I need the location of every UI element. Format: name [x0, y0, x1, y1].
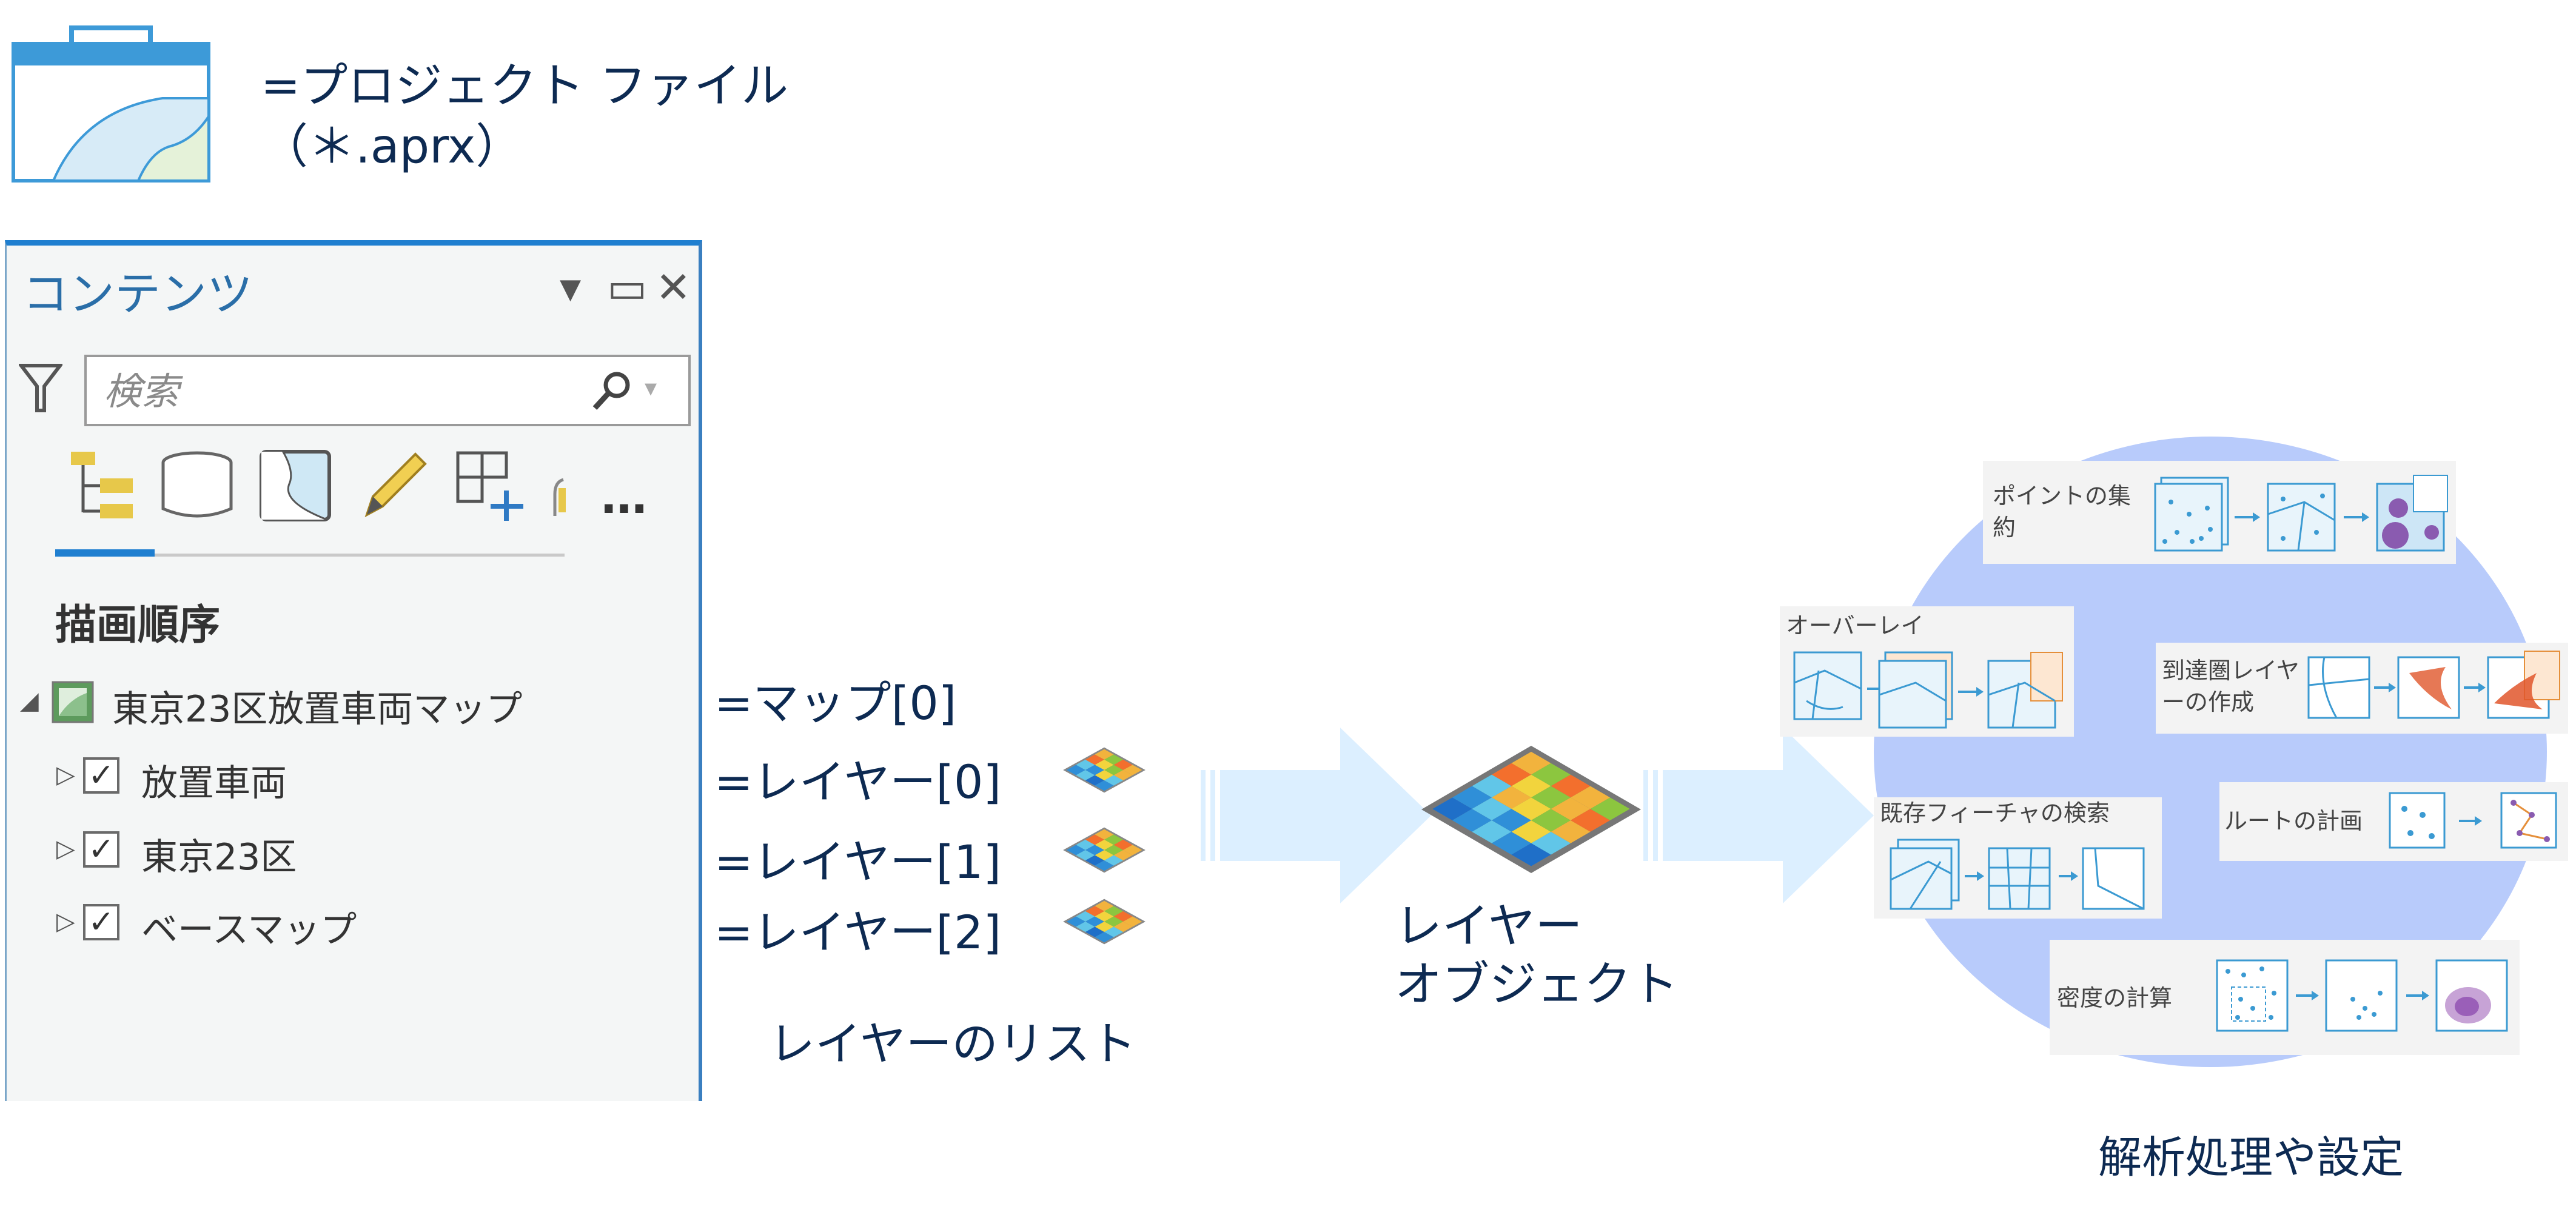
- project-caption-line1: =プロジェクト ファイル: [261, 59, 789, 113]
- project-file-caption: =プロジェクト ファイル （＊.aprx）: [261, 56, 788, 177]
- tool-label: 密度の計算: [2057, 985, 2173, 1011]
- tool-card-find-existing[interactable]: 既存フィーチャの検索: [1874, 797, 2162, 919]
- snapping-add-icon[interactable]: [453, 448, 528, 523]
- map-thumbnail-icon: [52, 681, 94, 723]
- toolbar-tabs-underline: [55, 554, 565, 557]
- layer-grid-icon: [1063, 747, 1145, 793]
- tree-row-map[interactable]: ◢ 東京23区放置車両マップ: [7, 670, 692, 737]
- layer-name-label: 放置車両: [141, 762, 287, 805]
- pane-maximize-button[interactable]: ▭: [607, 263, 648, 312]
- tool-label: オーバーレイ: [1786, 612, 1924, 639]
- pane-title: コンテンツ: [22, 267, 253, 321]
- active-tab-indicator: [55, 549, 155, 557]
- more-options-icon[interactable]: …: [601, 470, 649, 524]
- editing-pencil-icon[interactable]: [355, 448, 430, 523]
- pane-close-button[interactable]: ✕: [656, 263, 691, 312]
- tool-label: ルートの計画: [2224, 808, 2363, 834]
- layer-grid-icon: [1063, 827, 1145, 873]
- layer-object-line1: レイヤー: [1395, 899, 1583, 954]
- tool-card-drive-time[interactable]: 到達圏レイヤ ーの作成: [2156, 643, 2568, 734]
- pane-options-dropdown[interactable]: ▾: [560, 263, 582, 312]
- drawing-order-icon[interactable]: [65, 448, 140, 523]
- layer-object-label: レイヤー オブジェクト: [1395, 897, 1679, 1014]
- plan-routes-graphic: [2389, 792, 2557, 849]
- equation-layer0: =レイヤー[0]: [714, 755, 1002, 809]
- data-source-icon[interactable]: [159, 448, 235, 523]
- truncated-tool-icon[interactable]: [552, 476, 567, 518]
- tool-label: 既存フィーチャの検索: [1880, 800, 2110, 826]
- search-box: ▾: [84, 355, 691, 426]
- layer-name-label: ベースマップ: [141, 909, 357, 951]
- layer-list-label: レイヤーのリスト: [769, 1017, 1136, 1071]
- overlay-graphic: [1793, 651, 2063, 729]
- big-right-arrow: [1643, 728, 1874, 903]
- selection-icon[interactable]: [258, 448, 333, 523]
- tool-card-aggregate-points[interactable]: ポイントの集 約: [1983, 461, 2456, 564]
- section-title-drawing-order: 描画順序: [55, 601, 221, 649]
- layer-object-grid-icon: [1421, 746, 1642, 873]
- equation-layer2: =レイヤー[2]: [714, 905, 1002, 959]
- tree-row-layer[interactable]: ▷ ✓ 東京23区: [7, 818, 692, 885]
- density-graphic: [2216, 959, 2508, 1032]
- layer-visibility-checkbox[interactable]: ✓: [83, 757, 119, 794]
- project-caption-line2: （＊.aprx）: [261, 119, 523, 174]
- analysis-label: 解析処理や設定: [2098, 1132, 2404, 1183]
- find-existing-graphic: [1890, 839, 2145, 910]
- search-input[interactable]: [102, 368, 578, 414]
- drive-time-graphic: [2307, 651, 2560, 719]
- big-right-arrow: [1201, 728, 1431, 903]
- tool-label-line2: 約: [1993, 514, 2016, 541]
- project-file-icon: [12, 25, 210, 183]
- collapse-triangle-icon[interactable]: ◢: [20, 687, 39, 715]
- tool-label-line1: ポイントの集: [1993, 483, 2132, 509]
- expand-triangle-icon[interactable]: ▷: [56, 835, 75, 863]
- tree-row-layer[interactable]: ▷ ✓ 放置車両: [7, 744, 692, 811]
- search-options-chevron-icon[interactable]: ▾: [645, 374, 657, 402]
- tool-label-line2: ーの作成: [2162, 689, 2255, 715]
- layer-visibility-checkbox[interactable]: ✓: [83, 904, 119, 940]
- tool-label-line1: 到達圏レイヤ: [2162, 657, 2299, 684]
- layer-visibility-checkbox[interactable]: ✓: [83, 831, 119, 868]
- filter-icon[interactable]: [19, 362, 62, 414]
- equation-map: =マップ[0]: [714, 676, 957, 730]
- tool-card-plan-routes[interactable]: ルートの計画: [2219, 782, 2568, 861]
- expand-triangle-icon[interactable]: ▷: [56, 908, 75, 936]
- map-name-label: 東京23区放置車両マップ: [112, 688, 523, 731]
- layer-name-label: 東京23区: [141, 836, 297, 879]
- layer-grid-icon: [1063, 899, 1145, 945]
- expand-triangle-icon[interactable]: ▷: [56, 761, 75, 789]
- tool-card-calculate-density[interactable]: 密度の計算: [2050, 940, 2520, 1055]
- tool-card-overlay[interactable]: オーバーレイ: [1780, 606, 2074, 737]
- layer-object-line2: オブジェクト: [1395, 957, 1679, 1012]
- equation-layer1: =レイヤー[1]: [714, 835, 1002, 889]
- magnifier-icon[interactable]: [590, 369, 634, 413]
- aggregate-points-graphic: [2154, 475, 2448, 552]
- contents-pane: コンテンツ ▾ ▭ ✕ ▾: [5, 240, 702, 1101]
- tree-row-layer[interactable]: ▷ ✓ ベースマップ: [7, 891, 692, 957]
